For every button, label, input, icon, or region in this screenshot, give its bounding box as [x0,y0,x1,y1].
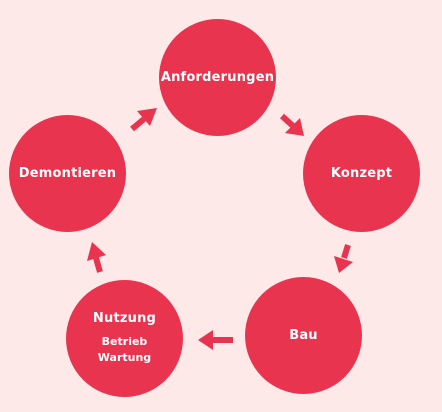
arrow-anforderungen-to-konzept [279,113,304,136]
arrow-demontieren-to-anforderungen [130,108,157,132]
node-label: Anforderungen [160,70,275,85]
arrow-shaft [130,116,146,132]
arrow-shaft [341,244,351,259]
arrow-head [285,118,304,136]
node-nutzung: Nutzung Betrieb Wartung [66,280,183,397]
node-sublabel-betrieb: Betrieb [101,335,148,348]
arrow-head [334,256,353,273]
node-konzept: Konzept [303,115,420,232]
arrow-shaft [93,257,103,273]
arrow-head [137,108,157,126]
arrow-shaft [279,113,296,129]
arrow-nutzung-to-demontieren [87,242,106,273]
node-label: Bau [289,328,318,343]
node-anforderungen: Anforderungen [159,19,276,136]
node-label: Konzept [330,166,393,181]
arrow-konzept-to-bau [334,244,353,273]
node-sublabel-wartung: Wartung [97,351,152,364]
node-label: Demontieren [18,166,117,181]
arrow-bau-to-nutzung [198,330,233,350]
arrow-head [198,330,213,350]
node-label: Nutzung [92,311,157,326]
node-demontieren: Demontieren [9,115,126,232]
node-bau: Bau [245,277,362,394]
arrow-head [87,242,106,261]
